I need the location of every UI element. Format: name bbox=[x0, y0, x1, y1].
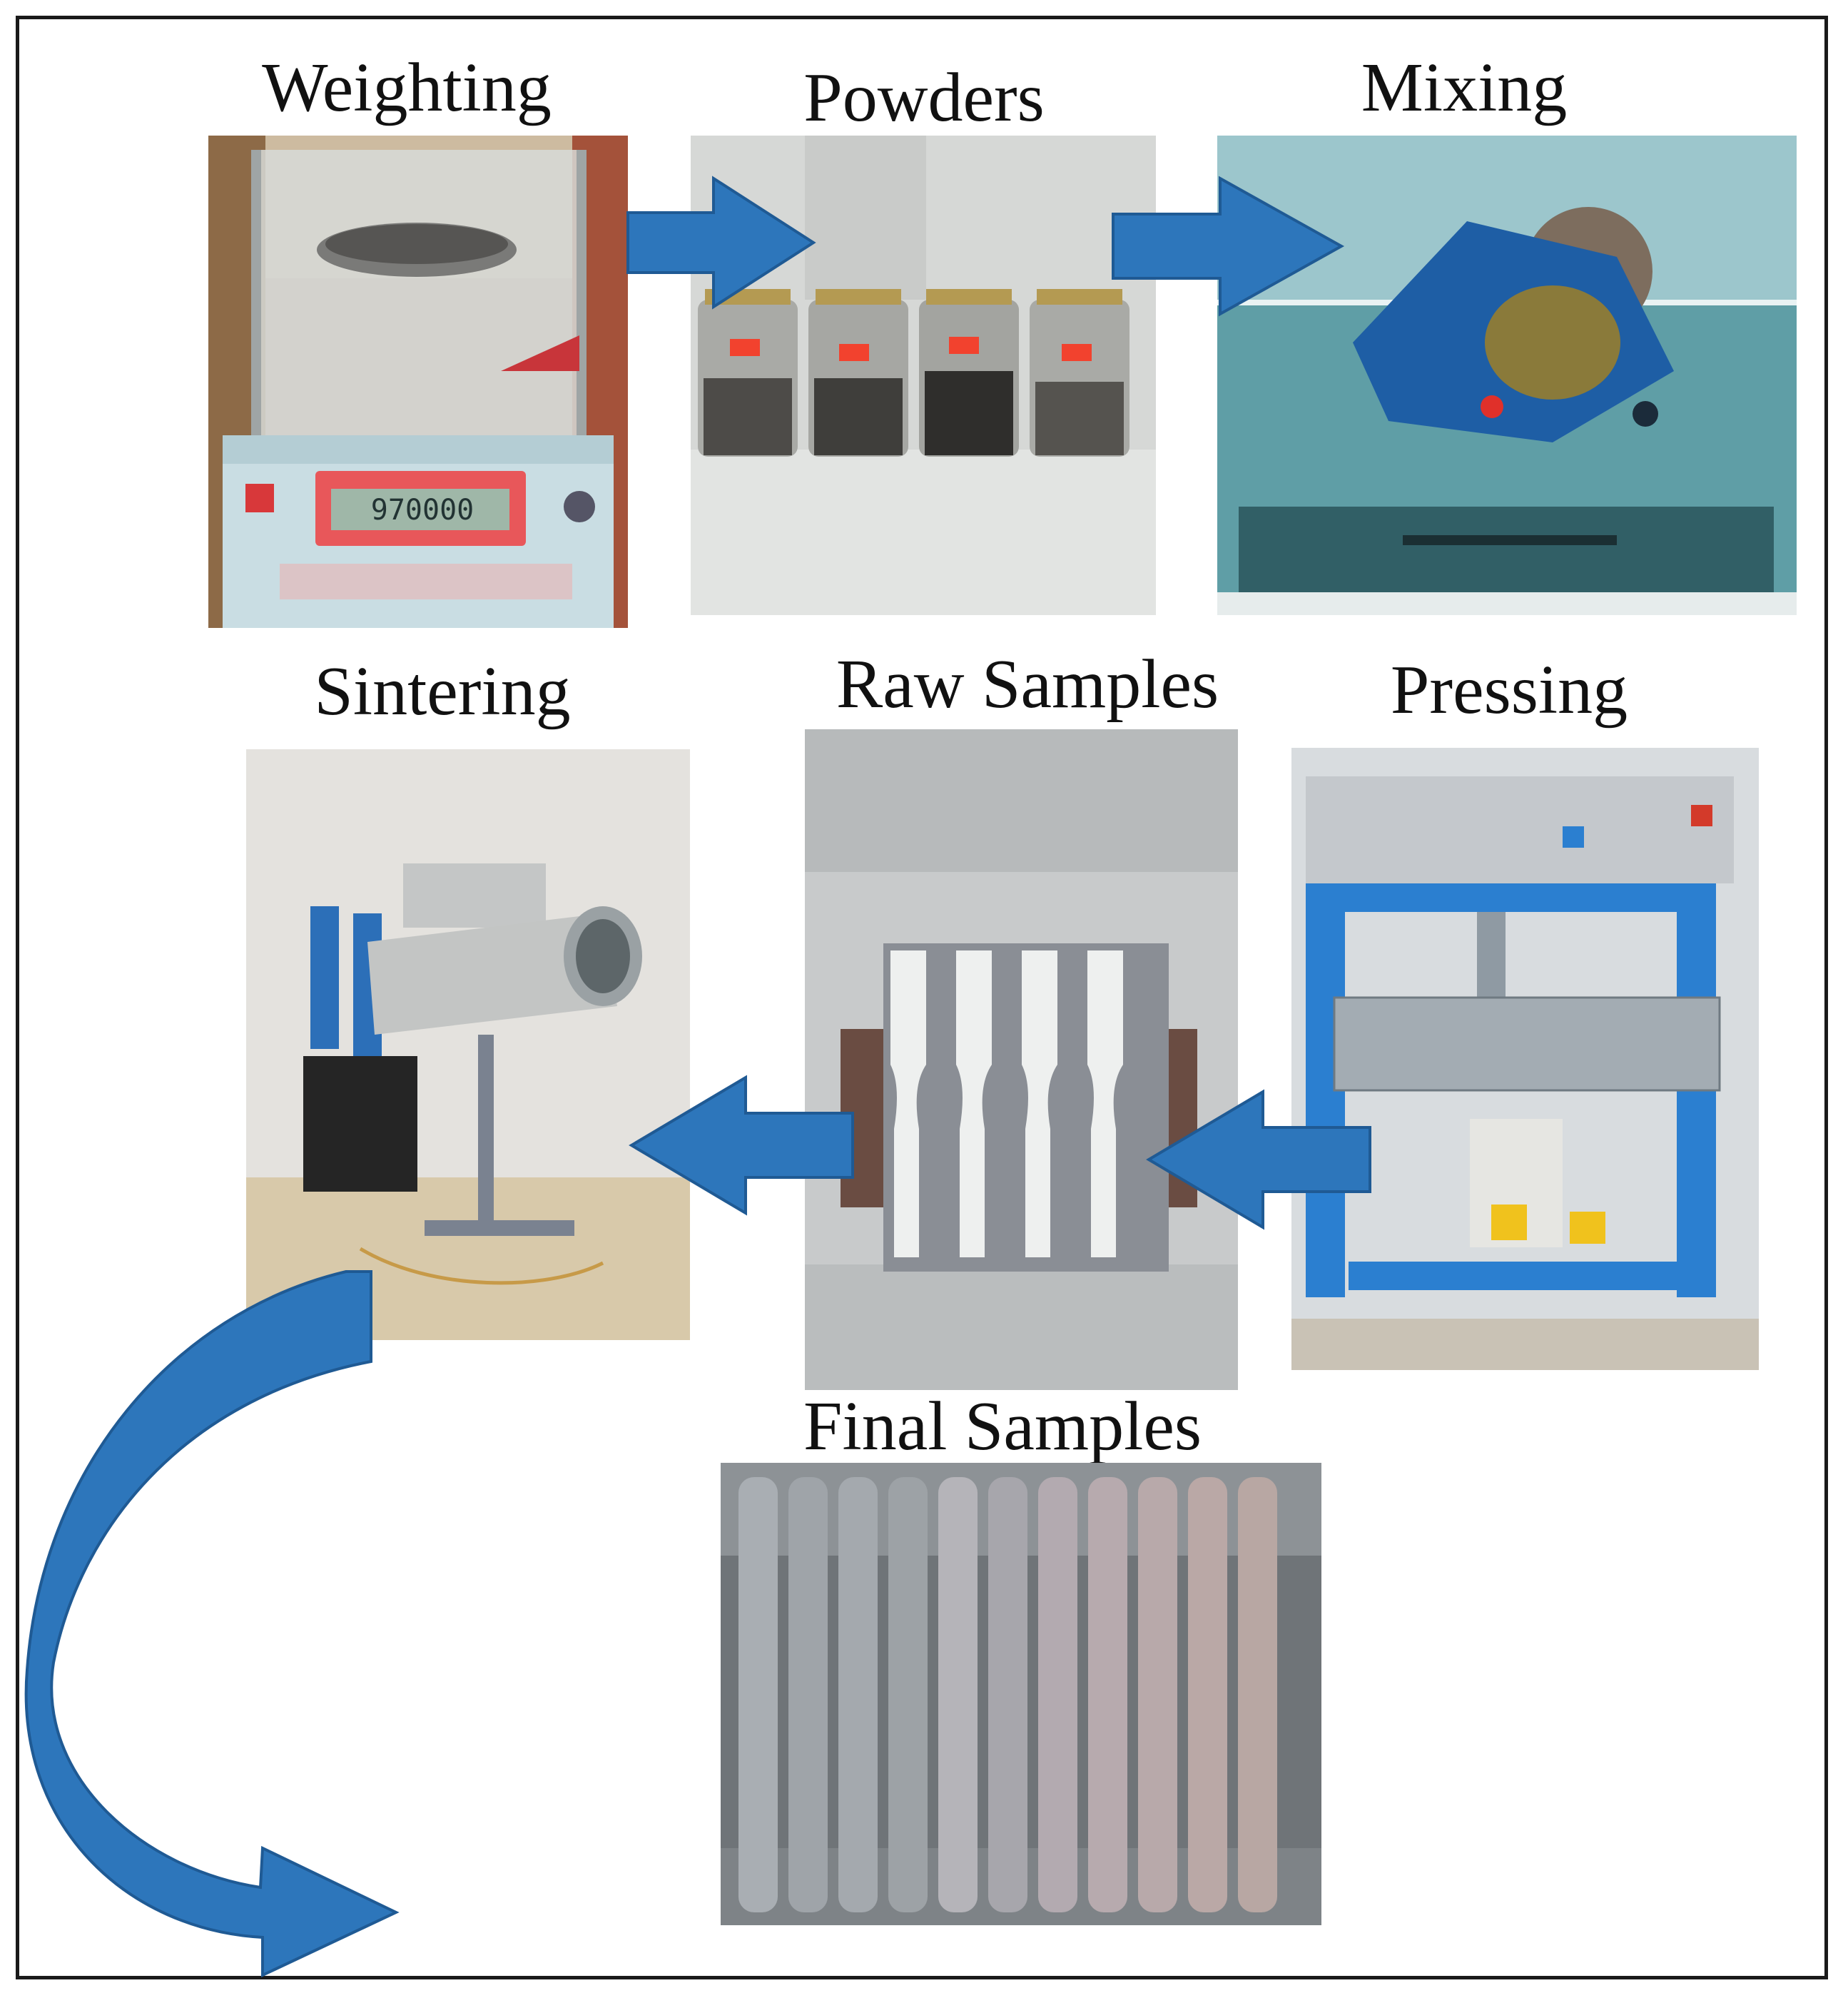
photo-weighting-balance: 970000 bbox=[208, 136, 628, 628]
label-sintering: Sintering bbox=[314, 653, 571, 730]
label-pressing: Pressing bbox=[1390, 651, 1628, 729]
label-powders: Powders bbox=[803, 59, 1045, 136]
photo-mixing-machine bbox=[1217, 136, 1797, 615]
photo-powders-jars bbox=[691, 136, 1156, 615]
photo-sintering-furnace bbox=[246, 749, 690, 1340]
photo-final-samples bbox=[721, 1463, 1321, 1925]
label-final-samples: Final Samples bbox=[803, 1388, 1202, 1465]
photo-raw-samples bbox=[805, 729, 1238, 1390]
scale-readout: 970000 bbox=[371, 494, 474, 527]
photo-pressing-machine bbox=[1291, 748, 1759, 1370]
label-weighting: Weighting bbox=[262, 49, 552, 126]
label-mixing: Mixing bbox=[1361, 49, 1568, 126]
label-raw-samples: Raw Samples bbox=[836, 646, 1219, 723]
